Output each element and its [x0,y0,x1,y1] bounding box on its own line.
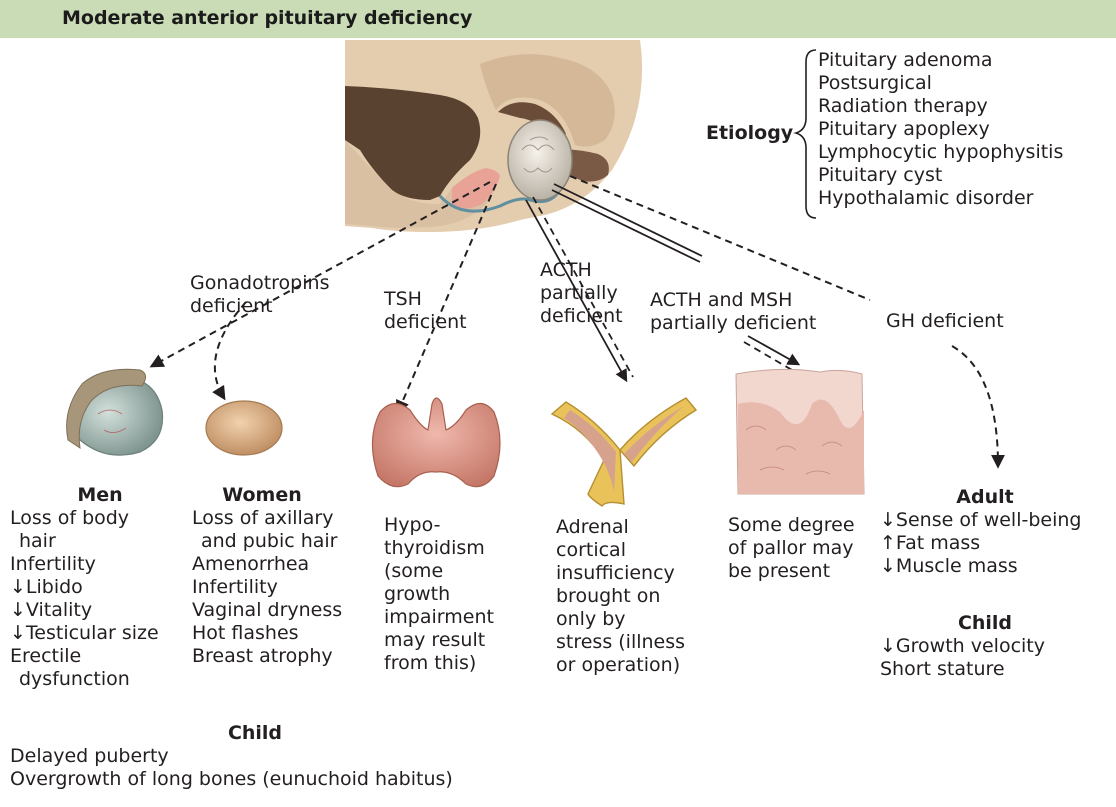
tsh-label: TSH deficient [384,288,467,334]
men-item: ↓Vitality [10,599,190,622]
gh-child-item: Short stature [880,658,1090,681]
etiology-item: Hypothalamic disorder [818,187,1063,210]
women-item: Infertility [192,576,342,599]
thyroid-line: thyroidism [384,537,494,560]
men-heading: Men [10,484,190,507]
skin-line: of pallor may [728,537,855,560]
gh-child-item: ↓Growth velocity [880,635,1090,658]
adrenal-illustration [552,398,696,506]
men-column: Men Loss of body hair Infertility ↓Libid… [10,484,190,691]
skin-line: be present [728,560,855,583]
thyroid-line: growth [384,583,494,606]
women-item: and pubic hair [192,530,342,553]
etiology-brace [796,50,816,218]
men-item: Infertility [10,553,190,576]
adrenal-line: cortical [556,539,685,562]
etiology-item: Pituitary apoplexy [818,118,1063,141]
men-item: ↓Testicular size [10,622,190,645]
adrenal-effects: Adrenal cortical insufficiency brought o… [556,516,685,677]
gonadotropins-label: Gonadotropins deficient [190,272,329,318]
gh-adult-item: ↓Sense of well-being [880,509,1090,532]
women-item: Vaginal dryness [192,599,342,622]
men-item: dysfunction [10,668,190,691]
adrenal-line: brought on [556,585,685,608]
men-item: Erectile [10,645,190,668]
adrenal-line: or operation) [556,654,685,677]
gh-label: GH deficient [886,310,1004,333]
etiology-item: Postsurgical [818,72,1063,95]
thyroid-line: from this) [384,652,494,675]
skin-illustration [736,369,864,494]
women-item: Amenorrhea [192,553,342,576]
gonad-child-item: Overgrowth of long bones (eunuchoid habi… [10,768,500,791]
acth-label: ACTH partially deficient [540,259,623,328]
gh-child-heading: Child [880,612,1090,635]
women-item: Loss of axillary [192,507,342,530]
pituitary-illustration [345,40,642,232]
skin-effects: Some degree of pallor may be present [728,514,855,583]
gh-child-column: Child ↓Growth velocity Short stature [880,612,1090,681]
thyroid-line: (some [384,560,494,583]
gonad-child-column: Child Delayed puberty Overgrowth of long… [10,722,500,791]
testis-illustration [67,369,163,455]
etiology-item: Pituitary cyst [818,164,1063,187]
men-item: Loss of body [10,507,190,530]
adrenal-line: only by [556,608,685,631]
women-item: Breast atrophy [192,645,342,668]
adrenal-line: Adrenal [556,516,685,539]
gh-adult-item: ↑Fat mass [880,532,1090,555]
etiology-label: Etiology [706,122,793,145]
gh-adult-column: Adult ↓Sense of well-being ↑Fat mass ↓Mu… [880,486,1090,578]
thyroid-line: impairment [384,606,494,629]
men-item: hair [10,530,190,553]
gh-adult-item: ↓Muscle mass [880,555,1090,578]
women-column: Women Loss of axillary and pubic hair Am… [192,484,342,668]
etiology-item: Lymphocytic hypophysitis [818,141,1063,164]
thyroid-effects: Hypo- thyroidism (some growth impairment… [384,514,494,675]
gh-adult-heading: Adult [880,486,1090,509]
acth-msh-label: ACTH and MSH partially deficient [650,289,816,335]
thyroid-line: may result [384,629,494,652]
etiology-item: Radiation therapy [818,95,1063,118]
men-item: ↓Libido [10,576,190,599]
women-heading: Women [192,484,332,507]
etiology-list: Pituitary adenoma Postsurgical Radiation… [818,49,1063,210]
adrenal-line: insufficiency [556,562,685,585]
etiology-item: Pituitary adenoma [818,49,1063,72]
gonad-child-item: Delayed puberty [10,745,500,768]
thyroid-illustration [372,398,500,487]
gonad-child-heading: Child [10,722,500,745]
skin-line: Some degree [728,514,855,537]
adrenal-line: stress (illness [556,631,685,654]
women-item: Hot flashes [192,622,342,645]
ovary-illustration [206,401,282,455]
thyroid-line: Hypo- [384,514,494,537]
